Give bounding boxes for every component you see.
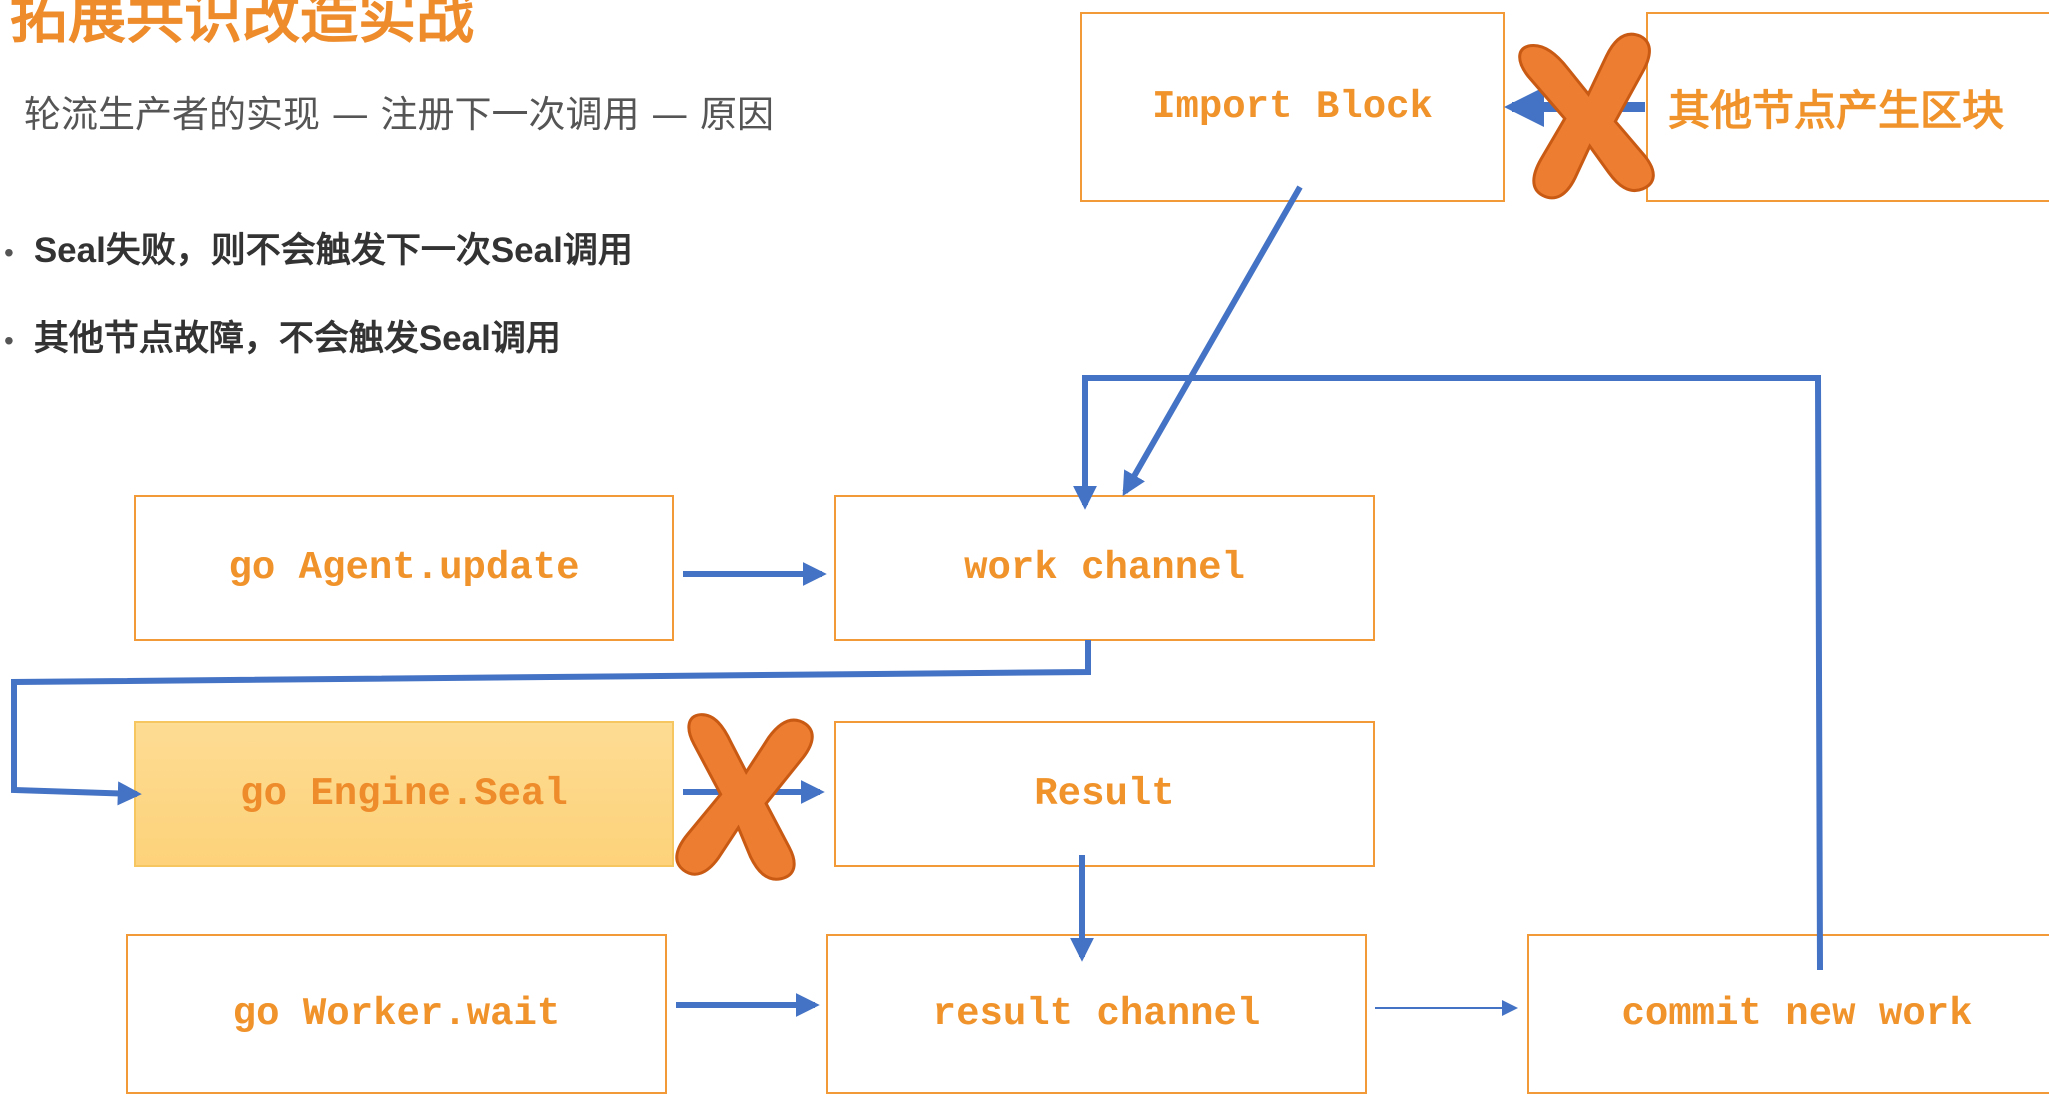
slide-title: 拓展共识改造实战 <box>10 0 475 51</box>
bullet-dot-icon: • <box>4 236 14 268</box>
result-channel-node: result channel <box>826 934 1367 1094</box>
node-label: Import Block <box>1152 85 1433 129</box>
node-label: work channel <box>964 546 1245 590</box>
work-channel-node: work channel <box>834 495 1375 641</box>
bullet-text: 其他节点故障，不会触发Seal调用 <box>33 319 561 358</box>
arrow-work-channel-to-seal <box>11 640 1091 806</box>
slide-subtitle: 轮流生产者的实现 — 注册下一次调用 — 原因 <box>24 93 775 136</box>
node-label: 其他节点产生区块 <box>1668 85 2005 135</box>
bullet-text: Seal失败，则不会触发下一次Seal调用 <box>33 231 633 270</box>
bullet-item: • Seal失败，则不会触发下一次Seal调用 <box>4 222 633 273</box>
bullet-dot-icon: • <box>4 324 14 356</box>
bullet-item: • 其他节点故障，不会触发Seal调用 <box>4 310 561 361</box>
arrow-import-to-work-channel <box>1122 185 1303 497</box>
node-label: result channel <box>932 992 1261 1036</box>
result-node: Result <box>834 721 1375 867</box>
engine-seal-node: go Engine.Seal <box>134 721 674 867</box>
node-label: go Worker.wait <box>232 992 561 1036</box>
agent-update-node: go Agent.update <box>134 495 674 641</box>
arrow-commit-to-work-channel <box>1073 375 1823 971</box>
node-label: commit new work <box>1621 992 1973 1036</box>
node-label: go Engine.Seal <box>240 772 568 816</box>
cross-icon <box>1518 32 1655 200</box>
import-block-node: Import Block <box>1080 12 1505 202</box>
other-nodes-node: 其他节点产生区块 <box>1646 12 2049 202</box>
node-label: Result <box>1034 772 1175 816</box>
node-label: go Agent.update <box>228 546 580 590</box>
cross-icon <box>675 713 814 881</box>
